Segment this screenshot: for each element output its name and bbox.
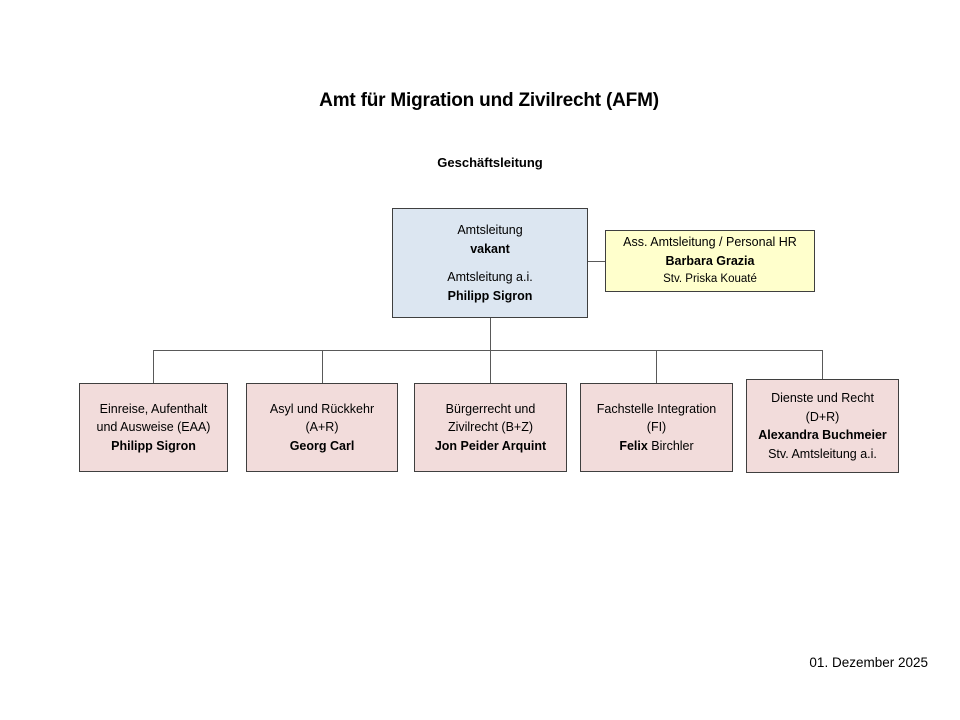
connector-assistant	[588, 261, 605, 262]
assistant-deputy: Stv. Priska Kouaté	[663, 273, 757, 286]
dept-line1: Einreise, Aufenthalt	[99, 401, 208, 416]
dept-line2: und Ausweise (EAA)	[96, 420, 211, 435]
connector-drop-1	[153, 350, 154, 383]
dept-line1: Dienste und Recht	[771, 391, 874, 405]
section-heading: Geschäftsleitung	[437, 155, 543, 170]
connector-drop-5	[822, 350, 823, 379]
org-box-asyl-rueckkehr: Asyl und Rückkehr (A+R) Georg Carl	[246, 383, 398, 472]
connector-drop-4	[656, 350, 657, 383]
dept-line2: (A+R)	[305, 420, 339, 435]
org-box-dienste-recht: Dienste und Recht (D+R) Alexandra Buchme…	[746, 379, 899, 473]
dept-head: Georg Carl	[289, 438, 355, 453]
root-role: Amtsleitung	[457, 223, 523, 237]
dept-line1: Bürgerrecht und	[445, 401, 536, 416]
dept-line2: (D+R)	[805, 409, 840, 424]
dept-head-last: Birchler	[651, 438, 694, 453]
dept-line2: (FI)	[646, 420, 667, 435]
dept-head-first: Felix	[619, 438, 648, 453]
dept-head: Alexandra Buchmeier	[758, 428, 887, 442]
org-box-amtsleitung: Amtsleitung vakant Amtsleitung a.i. Phil…	[392, 208, 588, 318]
org-box-eaa: Einreise, Aufenthalt und Ausweise (EAA) …	[79, 383, 228, 472]
root-box-group-2: Amtsleitung a.i. Philipp Sigron	[447, 268, 532, 305]
dept-line1: Fachstelle Integration	[596, 401, 717, 416]
org-box-buergerrecht-zivilrecht: Bürgerrecht und Zivilrecht (B+Z) Jon Pei…	[414, 383, 567, 472]
org-box-assistant: Ass. Amtsleitung / Personal HR Barbara G…	[605, 230, 815, 292]
dept-line2: Zivilrecht (B+Z)	[447, 420, 534, 435]
dept-head: Felix Birchler	[619, 437, 693, 456]
dept-head: Philipp Sigron	[111, 438, 196, 453]
root-holder-interim: Philipp Sigron	[447, 288, 533, 303]
dept-line1: Asyl und Rückkehr	[269, 401, 375, 416]
assistant-role: Ass. Amtsleitung / Personal HR	[623, 235, 797, 250]
root-holder: vakant	[470, 241, 510, 256]
page-title: Amt für Migration und Zivilrecht (AFM)	[319, 90, 659, 111]
assistant-name: Barbara Grazia	[665, 253, 755, 268]
connector-drop-3	[490, 350, 491, 383]
dept-deputy: Stv. Amtsleitung a.i.	[768, 446, 877, 461]
connector-horizontal-bus	[153, 350, 823, 351]
org-box-fachstelle-integration: Fachstelle Integration (FI) Felix Birchl…	[580, 383, 733, 472]
dept-head: Jon Peider Arquint	[434, 438, 547, 453]
connector-root-drop	[490, 318, 491, 351]
root-box-group-1: Amtsleitung vakant	[457, 221, 522, 258]
connector-drop-2	[322, 350, 323, 383]
date-label: 01. Dezember 2025	[809, 655, 928, 670]
root-role-interim: Amtsleitung a.i.	[447, 270, 533, 284]
